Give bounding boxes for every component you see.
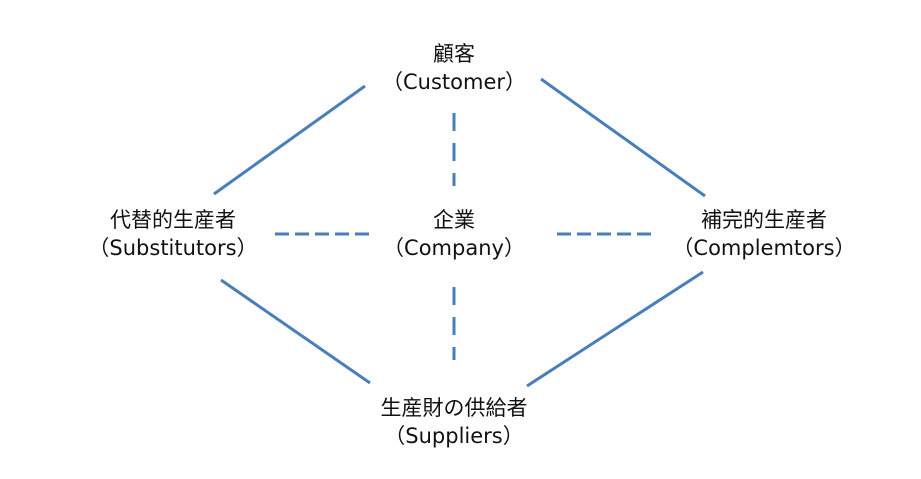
node-suppliers-sub: （Suppliers） [384,424,524,448]
node-suppliers-name: 生産財の供給者 [380,396,528,420]
connector-customer-complementors [540,77,706,198]
node-suppliers: 生産財の供給者 （Suppliers） [381,394,528,450]
node-customer: 顧客 （Customer） [382,40,526,96]
node-company: 企業 （Company） [383,206,525,262]
node-substitutors-name: 代替的生産者 [110,208,236,232]
connector-substitutors-suppliers [220,278,371,385]
node-customer-sub: （Customer） [381,70,527,94]
node-complementors-sub: （Complemtors） [672,236,856,260]
node-complementors-name: 補完的生産者 [700,208,827,232]
node-company-name: 企業 [433,208,475,232]
node-complementors: 補完的生産者 （Complemtors） [672,206,855,262]
node-substitutors: 代替的生産者 （Substitutors） [88,206,257,262]
connector-complementors-suppliers [526,270,704,388]
node-customer-name: 顧客 [432,42,475,66]
connector-customer-substitutors [213,84,366,196]
node-company-sub: （Company） [383,236,525,260]
node-substitutors-sub: （Substitutors） [88,236,258,260]
